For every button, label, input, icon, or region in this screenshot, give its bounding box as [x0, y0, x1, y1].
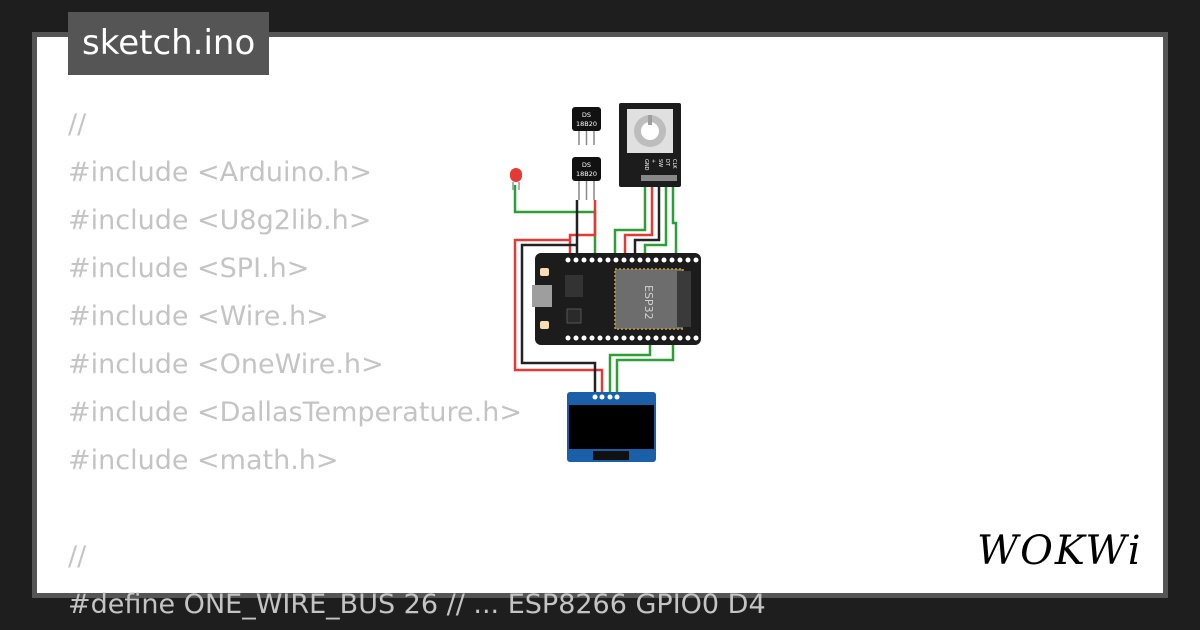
- code-line: //: [68, 109, 87, 140]
- code-line: #include <math.h>: [68, 445, 339, 476]
- code-line: #include <U8g2lib.h>: [68, 205, 372, 236]
- wire-green: [613, 185, 647, 253]
- sensor-label: DS: [582, 161, 591, 169]
- esp32-board[interactable]: ESP32: [532, 253, 701, 345]
- temperature-sensor-1[interactable]: DS 18B20: [572, 107, 601, 145]
- circuit-diagram: DS 18B20 DS 18B20 CLK DT SW + GND: [510, 103, 701, 462]
- sensor-label: 18B20: [576, 120, 597, 128]
- temperature-sensor-2[interactable]: DS 18B20: [572, 157, 601, 200]
- wire-green: [608, 343, 652, 392]
- oled-display[interactable]: [567, 392, 656, 462]
- pin-label: CLK: [671, 159, 677, 169]
- wokwi-logo: WOKWi: [977, 528, 1143, 574]
- pin-label: GND: [643, 159, 649, 171]
- wire-red: [513, 238, 604, 392]
- wire-black: [633, 185, 661, 253]
- code-line: #include <SPI.h>: [68, 253, 310, 284]
- code-line: #include <Wire.h>: [68, 301, 329, 332]
- encoder-pin-labels: CLK DT SW + GND: [643, 159, 677, 171]
- pin-label: DT: [664, 159, 670, 167]
- rotary-encoder[interactable]: CLK DT SW + GND: [619, 103, 681, 187]
- wire-green: [643, 185, 668, 253]
- wire-black: [520, 243, 597, 392]
- sensor-label: 18B20: [576, 170, 597, 178]
- wire-red: [623, 185, 654, 253]
- wire-green: [615, 343, 675, 392]
- code-line: [68, 485, 766, 533]
- file-tab[interactable]: sketch.ino: [68, 12, 270, 75]
- pin-label: SW: [657, 159, 663, 167]
- code-line: #include <DallasTemperature.h>: [68, 397, 522, 428]
- sensor-label: DS: [582, 111, 591, 119]
- code-line: #define ONE_WIRE_BUS 26 // ... ESP8266 G…: [68, 589, 766, 620]
- code-line: #include <Arduino.h>: [68, 157, 372, 188]
- code-preview: // #include <Arduino.h> #include <U8g2lib.…: [68, 101, 766, 629]
- wires: [513, 185, 678, 392]
- chip-label: ESP32: [642, 285, 655, 320]
- esp32-pins-bottom: [565, 335, 699, 341]
- wire-green: [671, 185, 678, 253]
- pin-label: +: [650, 159, 656, 163]
- wire-green: [513, 185, 597, 253]
- code-line: //: [68, 541, 87, 572]
- esp32-pins-top: [565, 257, 699, 263]
- code-line: #include <OneWire.h>: [68, 349, 384, 380]
- red-led[interactable]: [510, 168, 522, 190]
